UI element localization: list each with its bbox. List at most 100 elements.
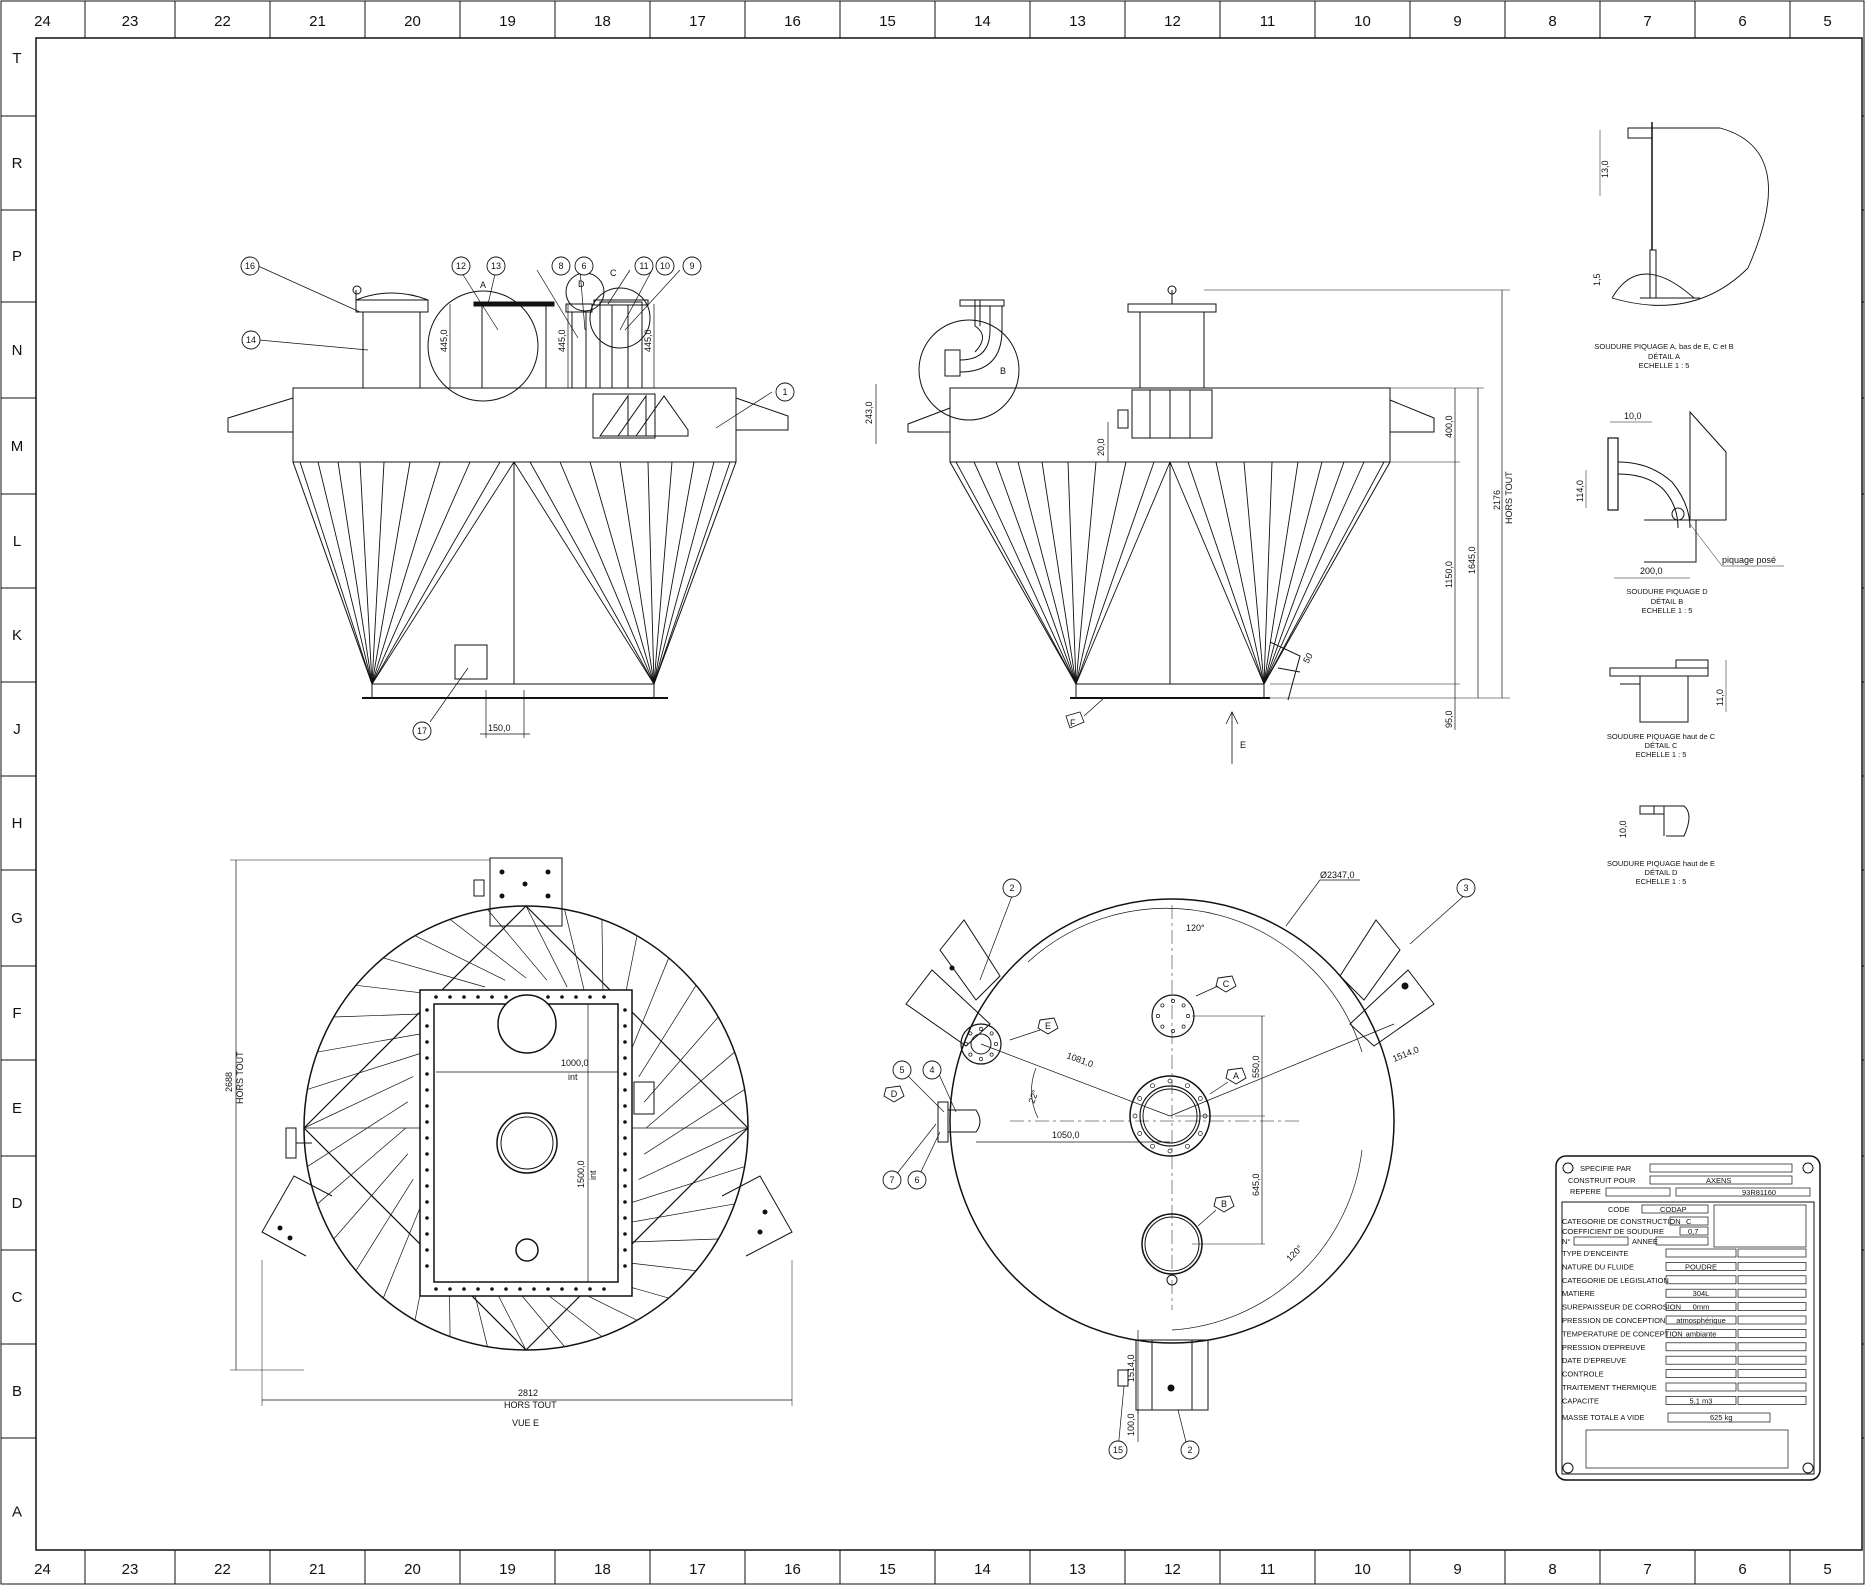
detail-d-scale: ECHELLE 1 : 5 bbox=[1636, 877, 1687, 886]
dim-445-b: 445,0 bbox=[557, 329, 567, 352]
fold-line bbox=[317, 1127, 407, 1205]
fold-line bbox=[371, 461, 515, 685]
np-masse-label: MASSE TOTALE A VIDE bbox=[1562, 1413, 1645, 1422]
fold-line bbox=[647, 461, 655, 685]
bolt-hole bbox=[1186, 1014, 1190, 1018]
view-e-left-lug bbox=[261, 1175, 333, 1257]
fold-line bbox=[307, 1101, 409, 1167]
column-label: 12 bbox=[1164, 1561, 1181, 1578]
detail-b-note: piquage posé bbox=[1722, 555, 1776, 565]
item-balloon bbox=[922, 1060, 942, 1080]
item-balloon-number: 13 bbox=[491, 261, 501, 271]
dim-2812-hors-tout: HORS TOUT bbox=[504, 1400, 557, 1410]
detail-b-dim-10: 10,0 bbox=[1624, 411, 1642, 421]
fold-line bbox=[1263, 461, 1299, 685]
item-balloon bbox=[451, 256, 471, 276]
fold-line bbox=[371, 461, 441, 685]
dim-1500-int: int bbox=[588, 1170, 598, 1180]
detail-c: 11,0 SOUDURE PIQUAGE haut de C DÉTAIL C … bbox=[1607, 659, 1727, 759]
column-label: 22 bbox=[214, 13, 231, 30]
np-annee: ANNEE bbox=[1632, 1237, 1658, 1246]
item-balloon-number: 17 bbox=[417, 726, 427, 736]
nozzle-flag-letter: B bbox=[1221, 1199, 1227, 1209]
dim-2176: 2176 bbox=[1492, 490, 1502, 510]
column-label: 15 bbox=[879, 1561, 896, 1578]
np-row-label: CAPACITE bbox=[1562, 1396, 1599, 1405]
column-label: 17 bbox=[689, 1561, 706, 1578]
fold-line bbox=[513, 461, 655, 685]
np-code-value: CODAP bbox=[1660, 1205, 1687, 1214]
detail-letter-a: A bbox=[480, 280, 486, 290]
angle-120-a: 120° bbox=[1186, 923, 1205, 933]
fold-line bbox=[1263, 461, 1345, 685]
detail-a-caption: DÉTAIL A bbox=[1648, 352, 1680, 361]
nozzle-flag-letter: A bbox=[1233, 1071, 1239, 1081]
item-balloon bbox=[1002, 878, 1022, 898]
fold-line bbox=[643, 1089, 745, 1155]
fold-line bbox=[995, 461, 1077, 685]
bolt-hole bbox=[1167, 1078, 1173, 1084]
nozzle-flag bbox=[1037, 1017, 1059, 1035]
item-balloon-number: 6 bbox=[581, 261, 586, 271]
column-label: 24 bbox=[34, 13, 51, 30]
item-balloon-number: 5 bbox=[899, 1065, 904, 1075]
view-e-flange-bolts bbox=[425, 995, 627, 1291]
dim-550: 550,0 bbox=[1251, 1055, 1261, 1078]
np-row-value: POUDRE bbox=[1685, 1262, 1717, 1271]
item-balloon bbox=[1108, 1440, 1128, 1460]
bolt-hole bbox=[979, 1057, 983, 1061]
np-row-value: 5,1 m3 bbox=[1690, 1396, 1713, 1405]
np-row-label: MATIERE bbox=[1562, 1289, 1595, 1298]
np-row-label: PRESSION D'EPREUVE bbox=[1562, 1343, 1646, 1352]
cone-outline bbox=[292, 461, 737, 685]
np-row-label: SUREPAISSEUR DE CORROSION bbox=[1562, 1303, 1681, 1312]
column-label: 14 bbox=[974, 1561, 991, 1578]
view-e-plan: 1000,0 int 1500,0 int 2688 HORS TOUT 281… bbox=[224, 857, 793, 1428]
item-balloon-number: 6 bbox=[914, 1175, 919, 1185]
np-row-label: NATURE DU FLUIDE bbox=[1562, 1262, 1634, 1271]
detail-a-scale: ECHELLE 1 : 5 bbox=[1639, 361, 1690, 370]
column-label: 13 bbox=[1069, 13, 1086, 30]
view-e-caption: VUE E bbox=[512, 1418, 539, 1428]
nozzle-d bbox=[571, 311, 587, 389]
fold-line bbox=[1263, 461, 1273, 685]
fold-line bbox=[355, 1178, 414, 1271]
row-grid-ticks bbox=[1, 115, 1864, 1439]
row-label: E bbox=[12, 1100, 22, 1117]
np-row-value: 0mm bbox=[1693, 1303, 1710, 1312]
np-row-label: TYPE D'ENCEINTE bbox=[1562, 1249, 1628, 1258]
item-balloon bbox=[775, 382, 795, 402]
bolt-hole bbox=[1185, 1143, 1190, 1149]
nozzle-flag bbox=[883, 1085, 905, 1103]
column-label: 15 bbox=[879, 13, 896, 30]
bolt-hole bbox=[1197, 1131, 1203, 1136]
top-shell bbox=[949, 898, 1395, 1344]
item-balloon-number: 10 bbox=[660, 261, 670, 271]
bolt-hole bbox=[994, 1042, 998, 1046]
np-numero: N° bbox=[1562, 1237, 1570, 1246]
fold-line bbox=[317, 461, 373, 685]
view-e-side-nozzle bbox=[633, 1081, 655, 1115]
fold-line bbox=[359, 461, 373, 685]
dim-1514-b: 1514,0 bbox=[1126, 1354, 1136, 1382]
row-label: C bbox=[12, 1289, 23, 1306]
np-categorie-construction: CATEGORIE DE CONSTRUCTION bbox=[1562, 1217, 1681, 1226]
fold-line bbox=[529, 461, 655, 685]
row-label: A bbox=[12, 1504, 22, 1521]
top-lug-bottom bbox=[1135, 1339, 1209, 1411]
dim-50: 50 bbox=[1301, 651, 1315, 665]
item-balloon-number: 9 bbox=[689, 261, 694, 271]
detail-circle-d bbox=[565, 272, 605, 312]
nozzle-a-bolts bbox=[1132, 1078, 1208, 1154]
column-label: 6 bbox=[1738, 1561, 1746, 1578]
nozzle-flag-letter: C bbox=[1223, 979, 1230, 989]
dim-2688: 2688 bbox=[224, 1072, 234, 1092]
detail-circle-a bbox=[427, 290, 539, 402]
bolt-hole bbox=[1181, 1024, 1186, 1029]
column-label: 10 bbox=[1354, 1561, 1371, 1578]
item-balloon-number: 1 bbox=[782, 387, 787, 397]
bolt-hole bbox=[1171, 999, 1175, 1003]
side-cone-fold-lines bbox=[955, 461, 1385, 685]
